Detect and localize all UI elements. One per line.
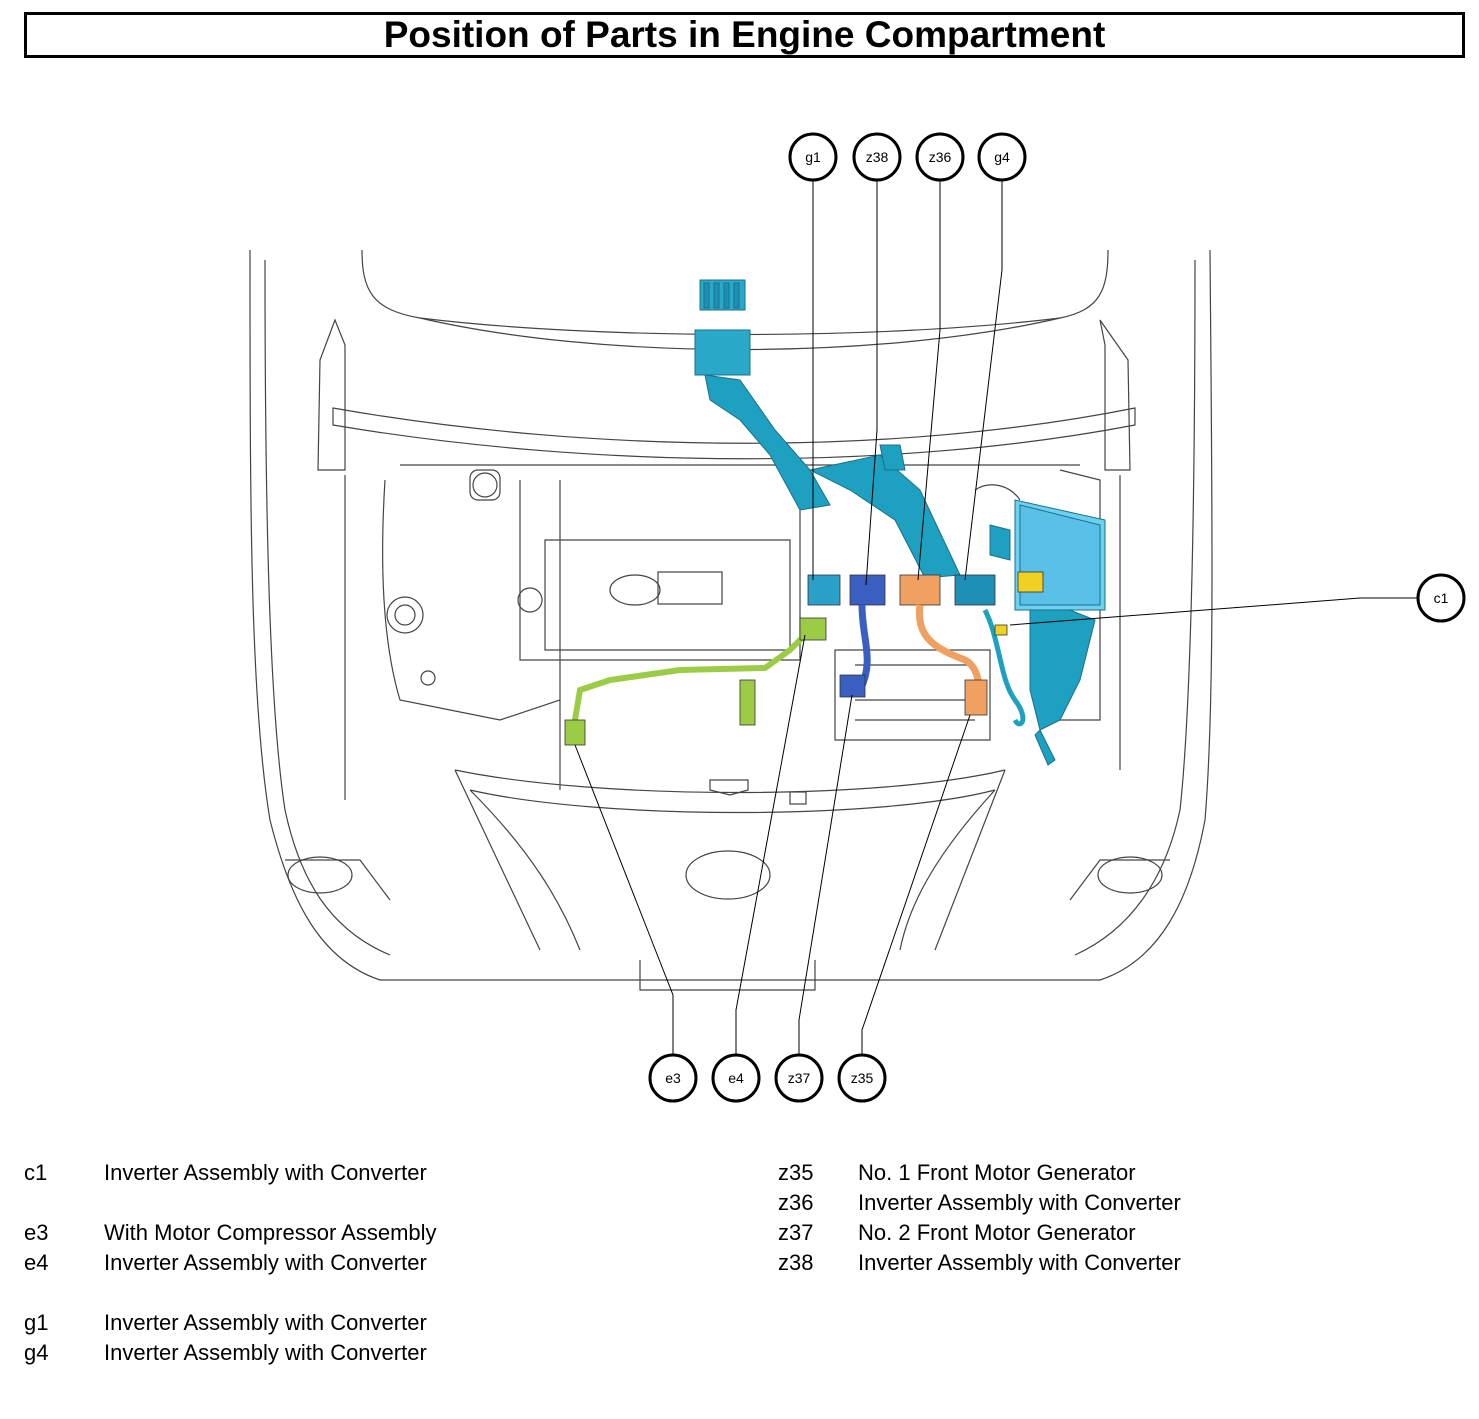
- callout-z37: z37: [774, 1053, 824, 1103]
- page-title: Position of Parts in Engine Compartment: [383, 14, 1106, 55]
- callout-e3-label: e3: [665, 1070, 681, 1086]
- callout-g1: g1: [788, 132, 838, 182]
- z35-harness: [915, 604, 988, 716]
- legend-desc: Inverter Assembly with Converter: [104, 1160, 427, 1185]
- callout-c1: c1: [1416, 573, 1466, 623]
- legend-desc: No. 2 Front Motor Generator: [858, 1220, 1136, 1245]
- callout-e4-label: e4: [728, 1070, 744, 1086]
- legend-code: z38: [778, 1250, 814, 1275]
- legend-right: z35 No. 1 Front Motor Generator z36 Inve…: [778, 1160, 1458, 1290]
- callout-z37-label: z37: [788, 1070, 811, 1086]
- title-box: Position of Parts in Engine Compartment: [24, 12, 1465, 58]
- legend-code: g1: [24, 1310, 49, 1335]
- callout-g4: g4: [977, 132, 1027, 182]
- callout-z38-label: z38: [866, 149, 889, 165]
- legend-desc: Inverter Assembly with Converter: [858, 1250, 1181, 1275]
- legend-desc: Inverter Assembly with Converter: [104, 1310, 427, 1335]
- callout-z38: z38: [852, 132, 902, 182]
- e3-e4-harness: [564, 617, 827, 746]
- legend-desc: Inverter Assembly with Converter: [858, 1190, 1181, 1215]
- connectors: [807, 571, 1044, 636]
- wiring-harness-main: [694, 279, 1106, 766]
- callout-z35: z35: [837, 1053, 887, 1103]
- legend-desc: No. 1 Front Motor Generator: [858, 1160, 1136, 1185]
- z37-harness: [839, 604, 871, 698]
- callout-e3: e3: [648, 1053, 698, 1103]
- legend-desc: Inverter Assembly with Converter: [104, 1340, 427, 1365]
- callout-c1-label: c1: [1434, 590, 1449, 606]
- legend-desc: Inverter Assembly with Converter: [104, 1250, 427, 1275]
- legend-code: z37: [778, 1220, 814, 1245]
- callout-g1-label: g1: [805, 149, 821, 165]
- legend-left: c1 Inverter Assembly with Converter e3 W…: [24, 1160, 744, 1380]
- callout-z36-label: z36: [929, 149, 952, 165]
- legend-code: c1: [24, 1160, 48, 1185]
- legend-desc: With Motor Compressor Assembly: [104, 1220, 437, 1245]
- legend-code: z36: [778, 1190, 814, 1215]
- callout-z35-label: z35: [851, 1070, 874, 1086]
- callout-g4-label: g4: [994, 149, 1010, 165]
- legend-code: z35: [778, 1160, 814, 1185]
- leader-lines: [574, 180, 1418, 1055]
- callout-e4: e4: [711, 1053, 761, 1103]
- legend-code: e4: [24, 1250, 49, 1275]
- legend-code: g4: [24, 1340, 49, 1365]
- callout-z36: z36: [915, 132, 965, 182]
- legend-code: e3: [24, 1220, 49, 1245]
